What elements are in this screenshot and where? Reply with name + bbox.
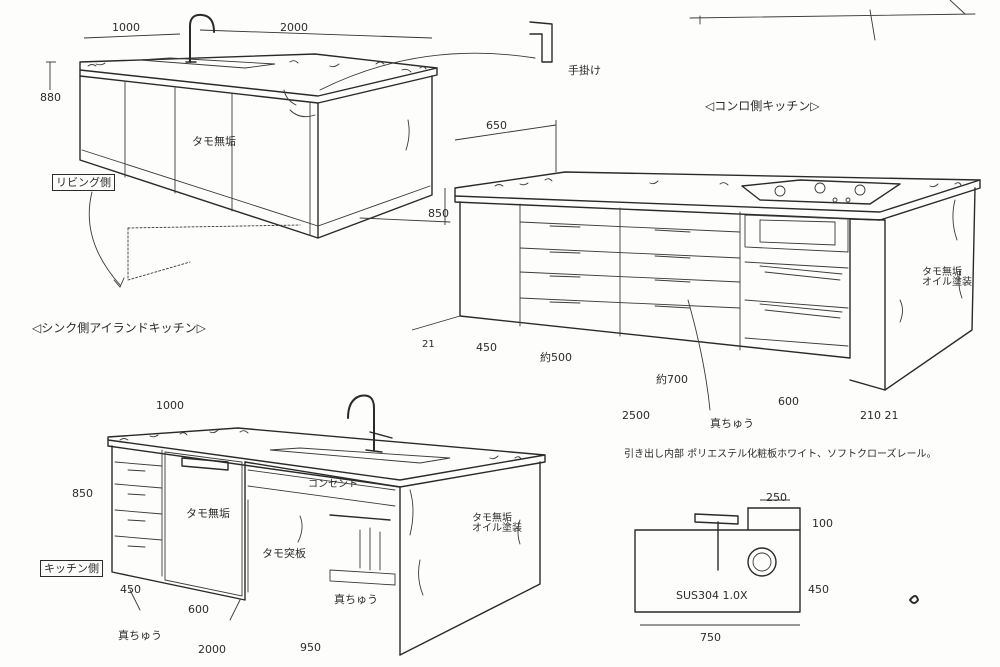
stove-side-material-label: タモ無垢 オイル塗装: [922, 267, 972, 288]
top-height-label: 880: [40, 91, 61, 104]
stove-dim-450: 450: [476, 341, 497, 354]
detail-dim-250: 250: [766, 491, 787, 504]
bottom-dim-450: 450: [120, 583, 141, 596]
bottom-solid-wood-label: タモ無垢: [186, 507, 230, 520]
outlet-label: コンセント: [308, 479, 358, 490]
sink-island-title: ◁シンク側アイランドキッチン▷: [32, 321, 206, 335]
kitchen-side-island-sketch: [107, 394, 546, 656]
brass-label-left: 真ちゅう: [118, 629, 162, 642]
brass-label-right: 真ちゅう: [334, 593, 378, 606]
sink-island-sketch: [46, 13, 553, 288]
stove-height-label: 850: [428, 207, 449, 220]
bottom-veneer-label: タモ突板: [262, 547, 306, 560]
kitchen-side-tag: キッチン側: [40, 560, 103, 577]
top-cabinet-material-label: タモ無垢: [192, 135, 236, 148]
stove-kitchen-title: ◁コンロ側キッチン▷: [705, 99, 820, 113]
stove-dim-700: 約700: [656, 373, 688, 386]
bottom-height-label: 850: [72, 487, 93, 500]
sink-detail-sketch: [634, 499, 920, 626]
living-side-tag: リビング側: [52, 174, 115, 191]
detail-dim-450: 450: [808, 583, 829, 596]
detail-spec-label: SUS304 1.0X: [676, 589, 748, 602]
bottom-dim-2000: 2000: [198, 643, 226, 656]
stove-dim-21-left: 21: [422, 339, 435, 350]
handle-label: 手掛け: [568, 64, 601, 77]
stove-depth-label: 650: [486, 119, 507, 132]
detail-dim-100: 100: [812, 517, 833, 530]
stove-brass-label: 真ちゅう: [710, 417, 754, 430]
stove-dim-600: 600: [778, 395, 799, 408]
bottom-dim-950: 950: [300, 641, 321, 654]
stove-dim-2500: 2500: [622, 409, 650, 422]
bottom-side-material-label: タモ無垢 オイル塗装: [472, 513, 522, 534]
top-length-label: 2000: [280, 21, 308, 34]
top-width-label: 1000: [112, 21, 140, 34]
stove-kitchen-sketch: [411, 0, 981, 411]
drawer-spec-note: 引き出し内部 ポリエステル化粧板ホワイト、ソフトクローズレール。: [624, 449, 937, 460]
bottom-dim-600: 600: [188, 603, 209, 616]
bottom-width-label: 1000: [156, 399, 184, 412]
stove-dim-210-21: 210 21: [860, 409, 899, 422]
detail-dim-750: 750: [700, 631, 721, 644]
stove-dim-500: 約500: [540, 351, 572, 364]
